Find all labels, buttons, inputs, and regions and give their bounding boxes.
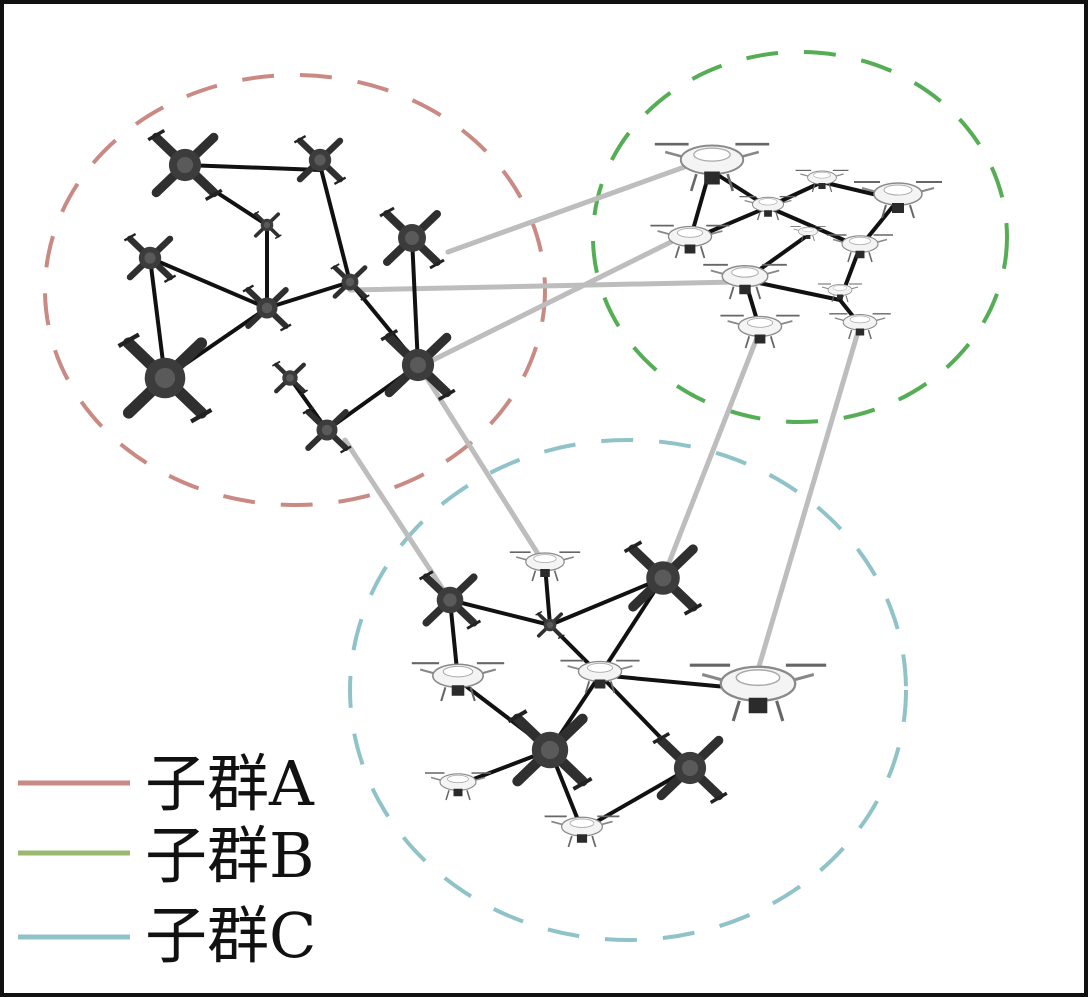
intra-link bbox=[183, 163, 322, 172]
inter-link bbox=[420, 232, 688, 368]
intra-link bbox=[580, 766, 692, 832]
subgroup-a-boundary bbox=[43, 73, 547, 507]
inter-link bbox=[660, 327, 763, 581]
inter-group-links bbox=[342, 162, 863, 683]
inter-link bbox=[445, 162, 693, 255]
legend-label-c: 子群C bbox=[145, 899, 316, 972]
intra-link bbox=[148, 256, 269, 310]
subgroup-b-boundary bbox=[591, 50, 1009, 424]
legend-label-a: 子群A bbox=[145, 747, 315, 820]
inter-link bbox=[422, 372, 548, 568]
subgroup-c-boundary bbox=[348, 438, 908, 942]
legend: 子群A 子群B 子群C bbox=[18, 747, 316, 972]
intra-link bbox=[410, 236, 420, 367]
intra-link bbox=[318, 163, 352, 284]
legend-label-b: 子群B bbox=[145, 819, 315, 892]
intra-link bbox=[448, 598, 552, 627]
intra-link bbox=[548, 576, 665, 627]
inter-link bbox=[752, 322, 863, 683]
intra-link bbox=[265, 280, 352, 310]
